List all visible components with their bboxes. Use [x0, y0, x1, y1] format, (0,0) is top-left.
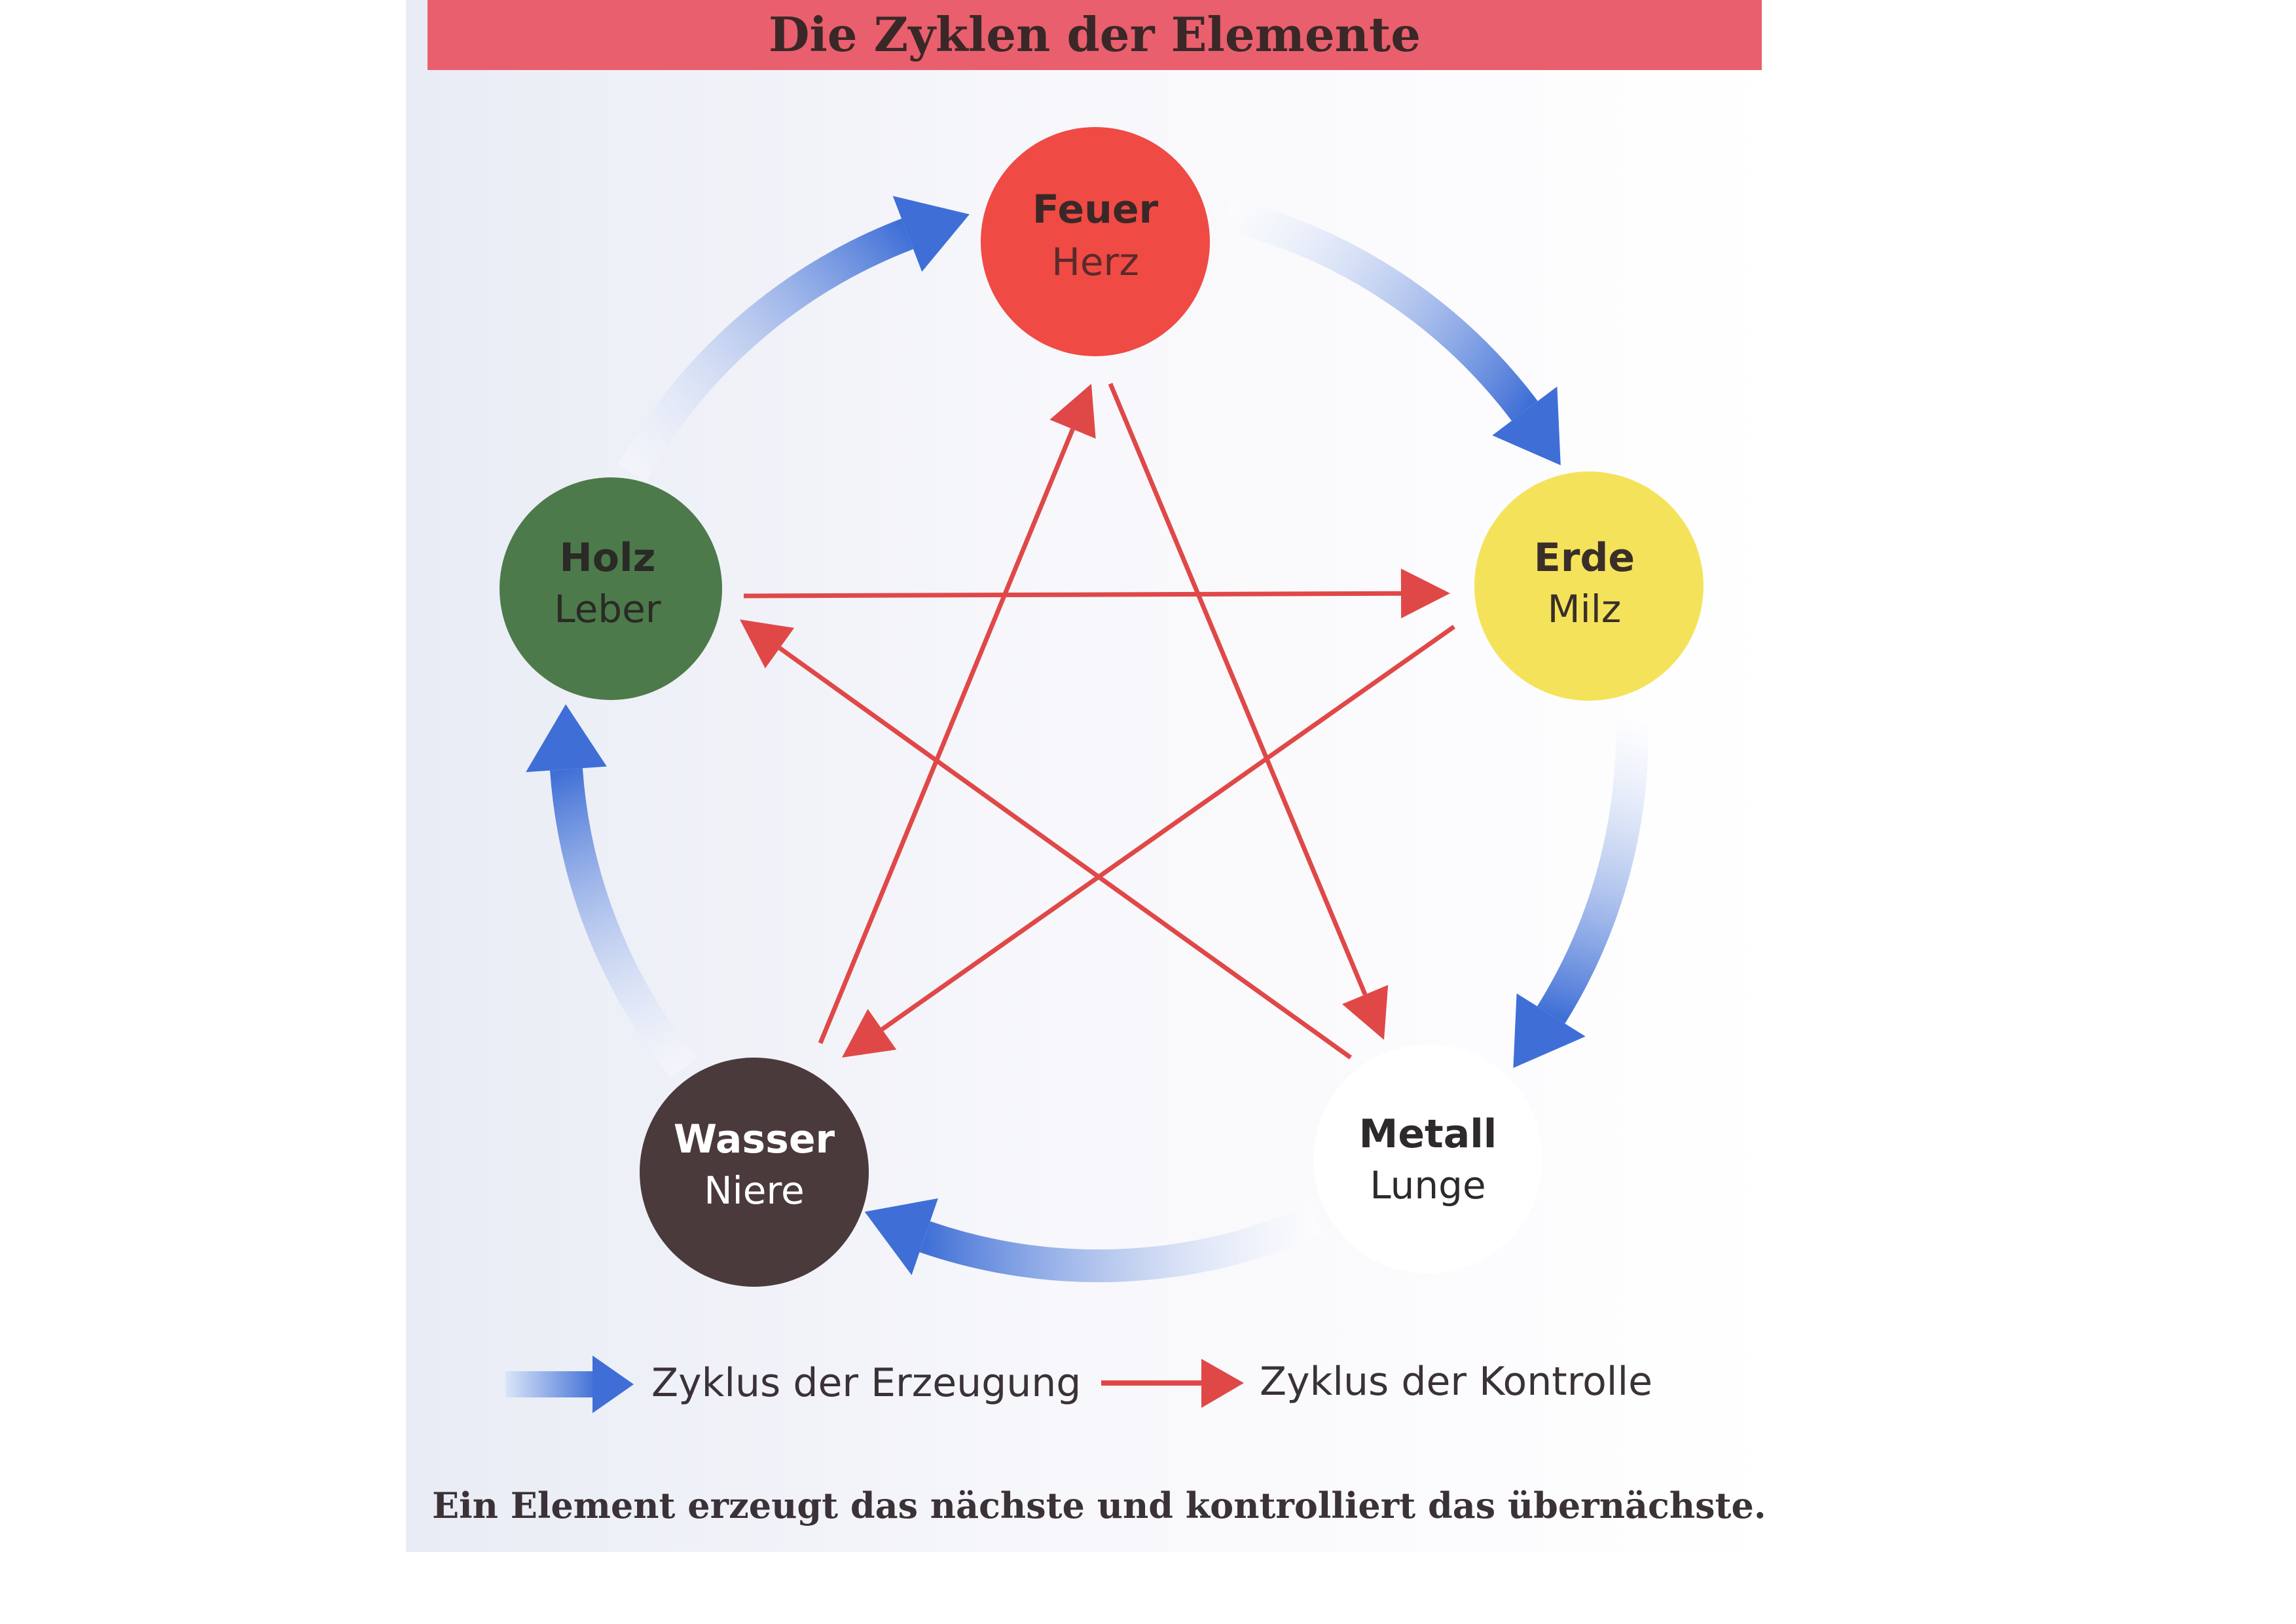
arrowhead-icon	[864, 1198, 938, 1276]
feuer-circle	[981, 127, 1210, 356]
generation-arrow-feuer-to-erde	[1224, 198, 1561, 466]
erde-circle	[1474, 471, 1704, 701]
holz-organ: Leber	[554, 587, 661, 631]
arrowhead-icon	[842, 1008, 897, 1058]
metall-label: Metall	[1359, 1111, 1497, 1157]
control-line	[818, 428, 1075, 1044]
generation-arc	[1537, 712, 1649, 1024]
feuer-organ: Herz	[1051, 240, 1139, 284]
caption: Ein Element erzeugt das nächste und kont…	[432, 1485, 1766, 1526]
arrowhead-icon	[892, 196, 970, 272]
control-arrow-wasser-to-feuer	[818, 384, 1096, 1044]
generation-legend-label: Zyklus der Erzeugung	[651, 1360, 1081, 1406]
holz-label: Holz	[560, 535, 656, 581]
element-wasser: Wasser Niere	[640, 1058, 869, 1287]
feuer-label: Feuer	[1032, 187, 1159, 232]
legend: Zyklus der Erzeugung Zyklus der Kontroll…	[505, 1356, 1652, 1413]
element-metall: Metall Lunge	[1313, 1044, 1542, 1274]
generation-arrow-erde-to-metall	[1513, 712, 1649, 1068]
arrowhead-icon	[1342, 985, 1389, 1040]
control-line	[881, 625, 1456, 1031]
generation-cycle-arrows	[526, 196, 1649, 1282]
generation-arrow-metall-to-wasser	[864, 1198, 1322, 1282]
generation-arc	[1224, 198, 1538, 421]
arrowhead-icon	[1513, 993, 1586, 1068]
generation-legend-arrow-icon	[505, 1356, 634, 1413]
erde-label: Erde	[1534, 535, 1635, 581]
generation-arc	[617, 218, 913, 482]
metall-organ: Lunge	[1370, 1163, 1485, 1208]
element-holz: Holz Leber	[500, 477, 722, 700]
generation-arc	[550, 768, 697, 1079]
title-bar	[428, 0, 1762, 70]
generation-arc	[919, 1204, 1322, 1282]
wasser-circle	[640, 1058, 869, 1287]
metall-circle	[1313, 1044, 1542, 1274]
arrowhead-icon	[740, 619, 795, 669]
control-cycle-arrows	[740, 382, 1456, 1060]
control-line	[1108, 382, 1368, 996]
control-line	[778, 646, 1353, 1060]
control-arrow-erde-to-wasser	[842, 625, 1456, 1058]
generation-arrow-holz-to-feuer	[617, 196, 970, 482]
arrowhead-icon	[1492, 386, 1561, 466]
element-feuer: Feuer Herz	[981, 127, 1210, 356]
wasser-organ: Niere	[704, 1168, 804, 1213]
wasser-label: Wasser	[674, 1116, 835, 1162]
control-legend-arrow-icon	[1101, 1359, 1244, 1408]
erde-organ: Milz	[1548, 587, 1622, 631]
control-arrow-metall-to-holz	[740, 619, 1353, 1060]
arrowhead-icon	[1049, 384, 1096, 439]
control-arrow-holz-to-erde	[743, 568, 1450, 619]
arrowhead-icon	[526, 704, 607, 773]
diagram-title: Die Zyklen der Elemente	[769, 7, 1421, 62]
control-arrow-feuer-to-metall	[1108, 382, 1389, 1040]
arrowhead-icon	[1400, 568, 1450, 619]
element-erde: Erde Milz	[1474, 471, 1704, 701]
control-line	[743, 591, 1402, 599]
generation-arrow-wasser-to-holz	[526, 704, 697, 1079]
control-legend-label: Zyklus der Kontrolle	[1260, 1359, 1652, 1405]
holz-circle	[500, 477, 722, 700]
